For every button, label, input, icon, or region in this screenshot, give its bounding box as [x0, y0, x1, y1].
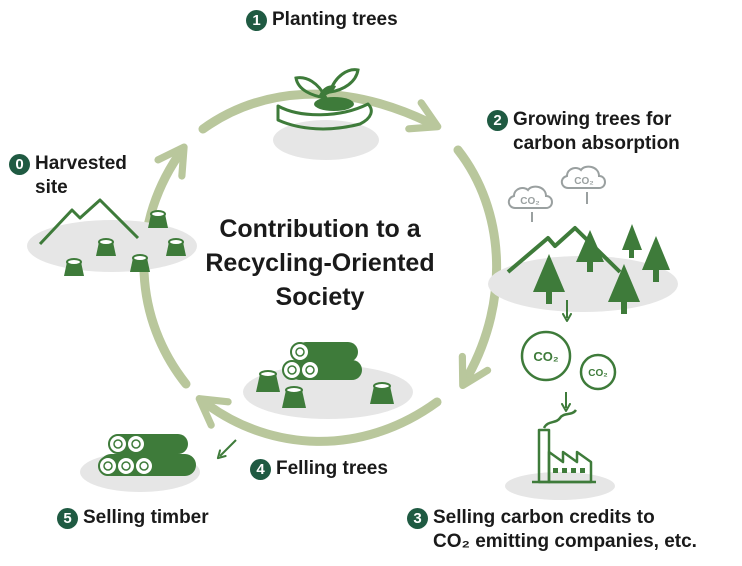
factory-icon [505, 409, 615, 500]
step-4-badge: 4 [250, 459, 271, 480]
step-2-line2: carbon absorption [513, 133, 680, 154]
co2-cloud-label-2: CO₂ [574, 176, 593, 187]
log-pile-icon [243, 342, 413, 419]
center-title: Contribution to a Recycling-Oriented Soc… [175, 212, 465, 314]
step-3-line1: Selling carbon credits to [433, 507, 655, 528]
cycle-arrow-top [198, 89, 442, 134]
step-1-line1: Planting trees [272, 9, 398, 30]
step-3-line2: CO₂ emitting companies, etc. [433, 531, 697, 552]
cycle-arrows [139, 89, 502, 446]
step-4-line1: Felling trees [276, 458, 388, 479]
step-2-line1: Growing trees for [513, 109, 672, 130]
step-3-label: 3 Selling carbon credits to CO₂ emitting… [407, 506, 697, 554]
step-0-label: 0 Harvested site [9, 152, 127, 200]
felling-to-timber-arrow [216, 439, 237, 460]
co2-circle-icon: CO₂ CO₂ [520, 330, 617, 412]
center-title-line1: Contribution to a [219, 215, 421, 243]
step-3-badge: 3 [407, 508, 428, 529]
cycle-arrow-right [453, 145, 502, 390]
step-5-line1: Selling timber [83, 507, 209, 528]
step-1-badge: 1 [246, 10, 267, 31]
co2-cloud-icon: CO₂ CO₂ [507, 165, 606, 222]
center-title-line2: Recycling-Oriented [205, 249, 435, 277]
step-5-label: 5 Selling timber [57, 506, 209, 530]
co2-circle-label-1: CO₂ [533, 349, 559, 364]
co2-circle-label-2: CO₂ [588, 368, 607, 379]
step-0-line1: Harvested [35, 153, 127, 174]
step-5-badge: 5 [57, 508, 78, 529]
harvested-site-icon [27, 198, 197, 276]
step-2-badge: 2 [487, 110, 508, 131]
tree-stump-icon [256, 370, 394, 408]
step-1-label: 1 Planting trees [246, 8, 398, 32]
step-0-line2: site [35, 177, 68, 198]
forest-icon: CO₂ CO₂ [488, 165, 678, 322]
mountain-icon [38, 198, 140, 246]
step-2-label: 2 Growing trees for carbon absorption [487, 108, 680, 156]
cycle-arrow-left [139, 143, 191, 389]
seedling-in-hand-icon [273, 68, 379, 160]
co2-cloud-label-1: CO₂ [520, 196, 539, 207]
step-4-label: 4 Felling trees [250, 457, 388, 481]
cycle-arrow-bottom [195, 395, 442, 446]
step-0-badge: 0 [9, 154, 30, 175]
center-title-line3: Society [275, 283, 365, 311]
timber-pile-icon [80, 434, 200, 492]
